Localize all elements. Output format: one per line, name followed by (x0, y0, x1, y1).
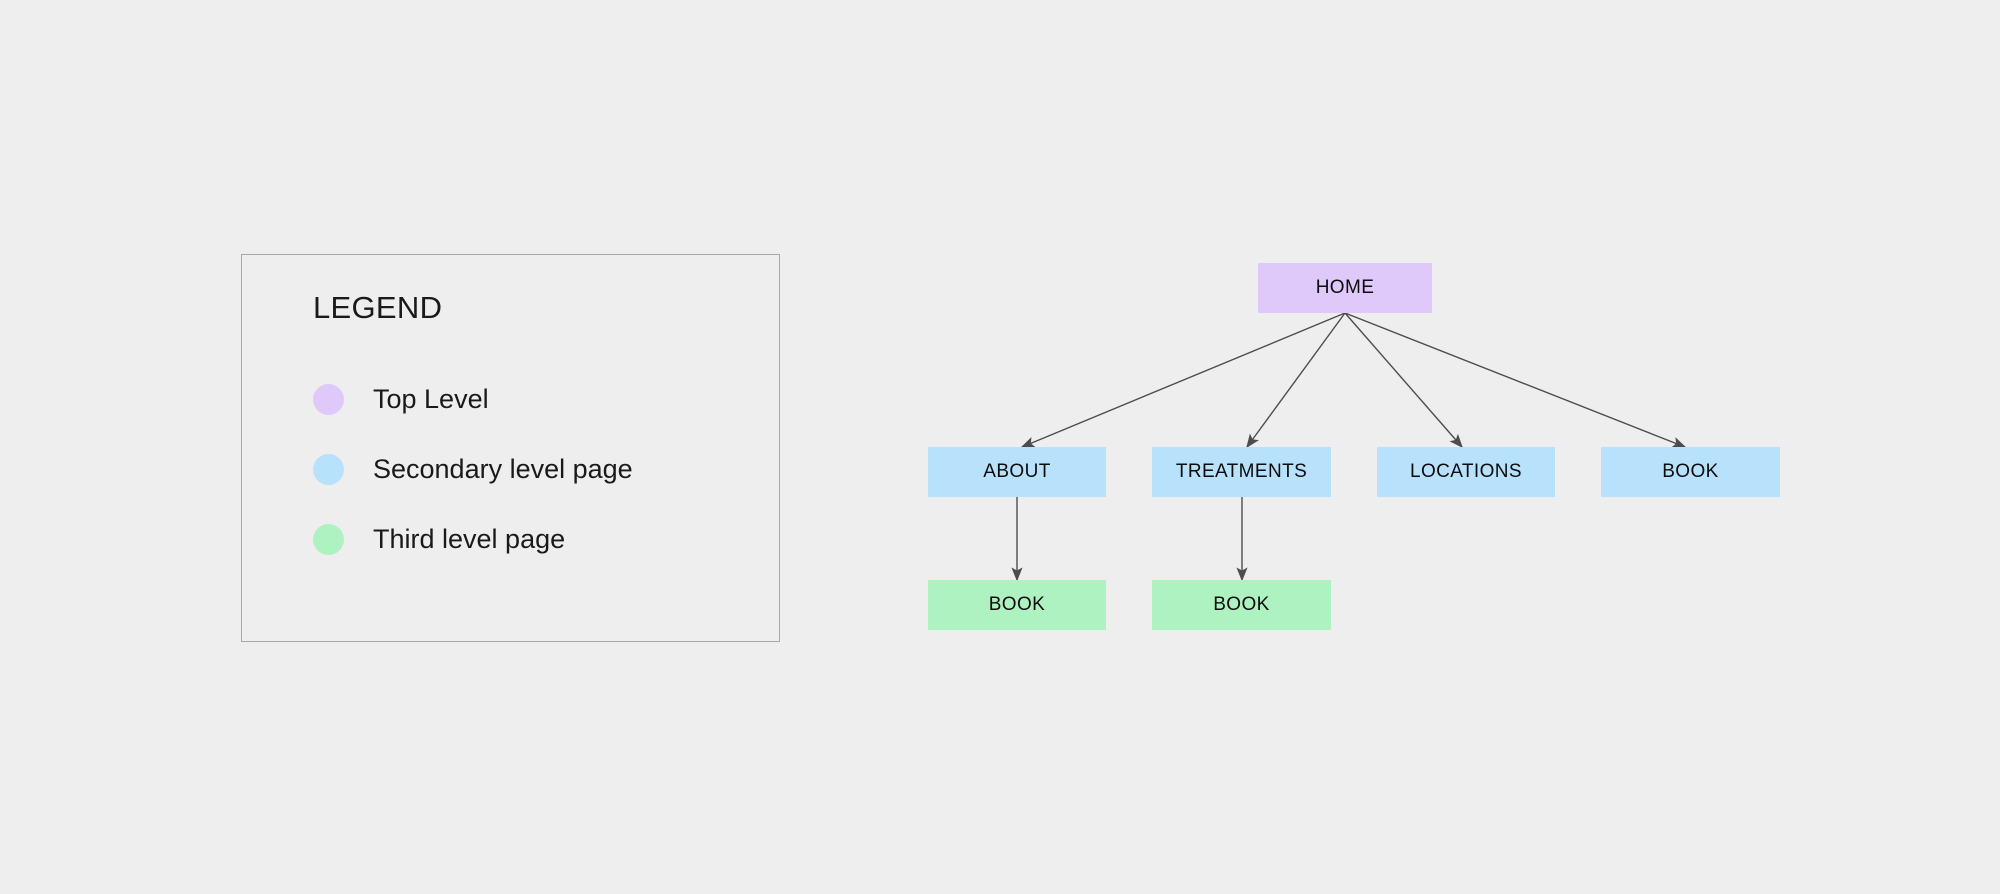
sitemap-edge-home-to-treatments (1246, 312, 1346, 449)
sitemap-node-book-treatments[interactable]: BOOK (1152, 580, 1331, 630)
legend-items: Top Level Secondary level page Third lev… (313, 372, 753, 582)
sitemap-edge-home-to-locations (1344, 312, 1463, 449)
legend-item-label: Third level page (373, 524, 566, 554)
sitemap-node-label: LOCATIONS (1410, 461, 1522, 482)
sitemap-node-home[interactable]: HOME (1258, 263, 1432, 313)
sitemap-node-about[interactable]: ABOUT (928, 447, 1106, 497)
sitemap-node-label: BOOK (1213, 594, 1270, 615)
legend-item-third-level: Third level page (313, 512, 753, 567)
legend-title: LEGEND (313, 290, 443, 325)
legend-item-secondary-level: Secondary level page (313, 442, 753, 497)
legend-item-label: Top Level (373, 384, 489, 414)
sitemap-node-book-about[interactable]: BOOK (928, 580, 1106, 630)
edge-group (1011, 312, 1687, 582)
sitemap-node-label: ABOUT (983, 461, 1051, 482)
legend-swatch-third-level-icon (313, 524, 344, 555)
legend-swatch-top-level-icon (313, 384, 344, 415)
sitemap-node-locations[interactable]: LOCATIONS (1377, 447, 1555, 497)
sitemap-node-label: TREATMENTS (1175, 461, 1308, 482)
legend-item-label: Secondary level page (373, 454, 633, 484)
sitemap-node-book-top[interactable]: BOOK (1601, 447, 1780, 497)
sitemap-edge-home-to-book-top (1344, 312, 1687, 448)
legend-panel: LEGEND Top Level Secondary level page Th… (241, 254, 780, 642)
sitemap-node-label: BOOK (1662, 461, 1719, 482)
legend-swatch-secondary-level-icon (313, 454, 344, 485)
sitemap-node-label: HOME (1315, 277, 1375, 298)
sitemap-edge-home-to-about (1020, 312, 1346, 448)
sitemap-node-label: BOOK (988, 594, 1046, 615)
sitemap-node-treatments[interactable]: TREATMENTS (1152, 447, 1331, 497)
legend-item-top-level: Top Level (313, 372, 753, 427)
